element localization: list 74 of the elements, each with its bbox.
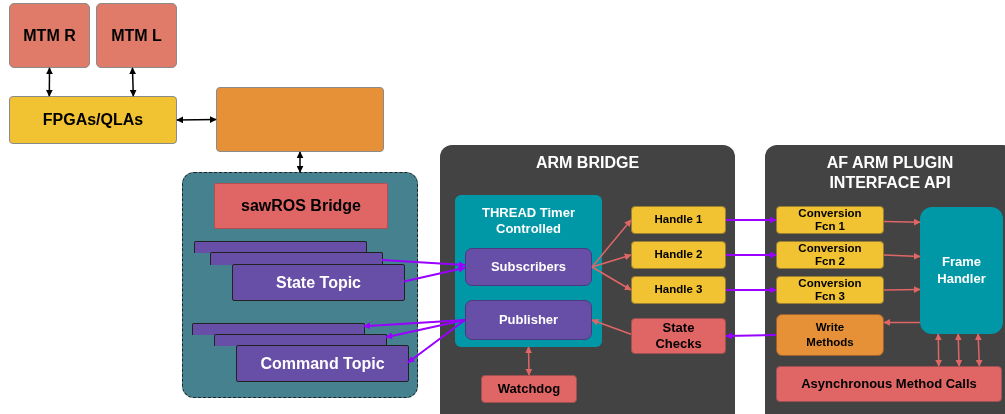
box-label: Subscribers: [490, 258, 567, 276]
arrow: [934, 333, 943, 367]
arrow: [381, 259, 466, 269]
hardware-box: [9, 96, 177, 144]
arrow: [176, 116, 217, 124]
arrow: [296, 151, 304, 173]
panel-title: AF ARM PLUGIN INTERFACE API: [825, 153, 955, 193]
software-box: [216, 87, 384, 152]
arrow: [883, 286, 921, 294]
process-box: [631, 318, 726, 354]
process-box: [631, 241, 726, 269]
process-box: [776, 241, 884, 269]
topic-card: [192, 323, 365, 335]
box-label: Frame Handler: [936, 254, 987, 287]
process-box: [776, 206, 884, 234]
process-box: [920, 207, 1003, 334]
panel-title: THREAD Timer Controlled: [481, 205, 576, 238]
topic-card: [194, 241, 367, 253]
process-box: [631, 206, 726, 234]
hardware-box: [96, 3, 177, 68]
process-box: [465, 300, 592, 340]
box-label: Asynchronous Method Calls: [801, 375, 977, 393]
box-label: Handle 1: [654, 213, 703, 227]
box-label: Conversion Fcn 3: [797, 276, 863, 304]
arrow: [407, 319, 466, 364]
arrow: [725, 216, 777, 224]
arrow: [591, 219, 632, 268]
arrow: [883, 318, 921, 326]
arrow: [974, 333, 983, 367]
arrow: [363, 319, 466, 330]
process-box: [776, 366, 1002, 402]
process-box: [631, 276, 726, 304]
box-label: FPGAs/QLAs: [42, 110, 144, 130]
process-box: [776, 276, 884, 304]
module-panel: [765, 145, 1005, 414]
process-box: [465, 248, 592, 286]
component-group: [182, 172, 418, 398]
arrow: [591, 266, 632, 291]
arrow: [525, 346, 533, 376]
arrow: [883, 252, 921, 260]
arrow: [725, 332, 777, 340]
topic-card: [214, 334, 387, 346]
arrow: [725, 286, 777, 294]
box-label: State Checks: [654, 319, 703, 353]
box-label: Write Methods: [805, 320, 855, 350]
box-label: MTM L: [111, 25, 162, 46]
topic-card: [232, 264, 405, 301]
box-label: sawROS Bridge: [241, 196, 361, 216]
arrow: [403, 265, 466, 283]
arrow: [45, 67, 53, 97]
box-label: Handle 3: [654, 283, 703, 297]
box-label: Command Topic: [260, 353, 385, 374]
process-box: [481, 375, 577, 403]
arrow: [591, 253, 632, 268]
process-box: [776, 314, 884, 356]
box-label: MTM R: [23, 25, 76, 46]
box-label: Conversion Fcn 1: [797, 206, 863, 234]
arrow: [725, 251, 777, 259]
component-box: [214, 183, 388, 229]
topic-card: [236, 345, 409, 382]
thread-panel: [455, 195, 602, 347]
panel-title: ARM BRIDGE: [535, 153, 640, 173]
box-label: State Topic: [275, 272, 361, 293]
arrow: [591, 318, 632, 335]
arrow: [129, 67, 137, 97]
arrow: [954, 333, 963, 367]
arrow: [883, 218, 921, 226]
hardware-box: [9, 3, 90, 68]
box-label: Conversion Fcn 2: [797, 241, 863, 269]
module-panel: [440, 145, 735, 414]
arrow: [385, 319, 466, 340]
box-label: Watchdog: [497, 380, 561, 398]
box-label: Publisher: [498, 311, 559, 329]
box-label: Handle 2: [654, 248, 703, 262]
